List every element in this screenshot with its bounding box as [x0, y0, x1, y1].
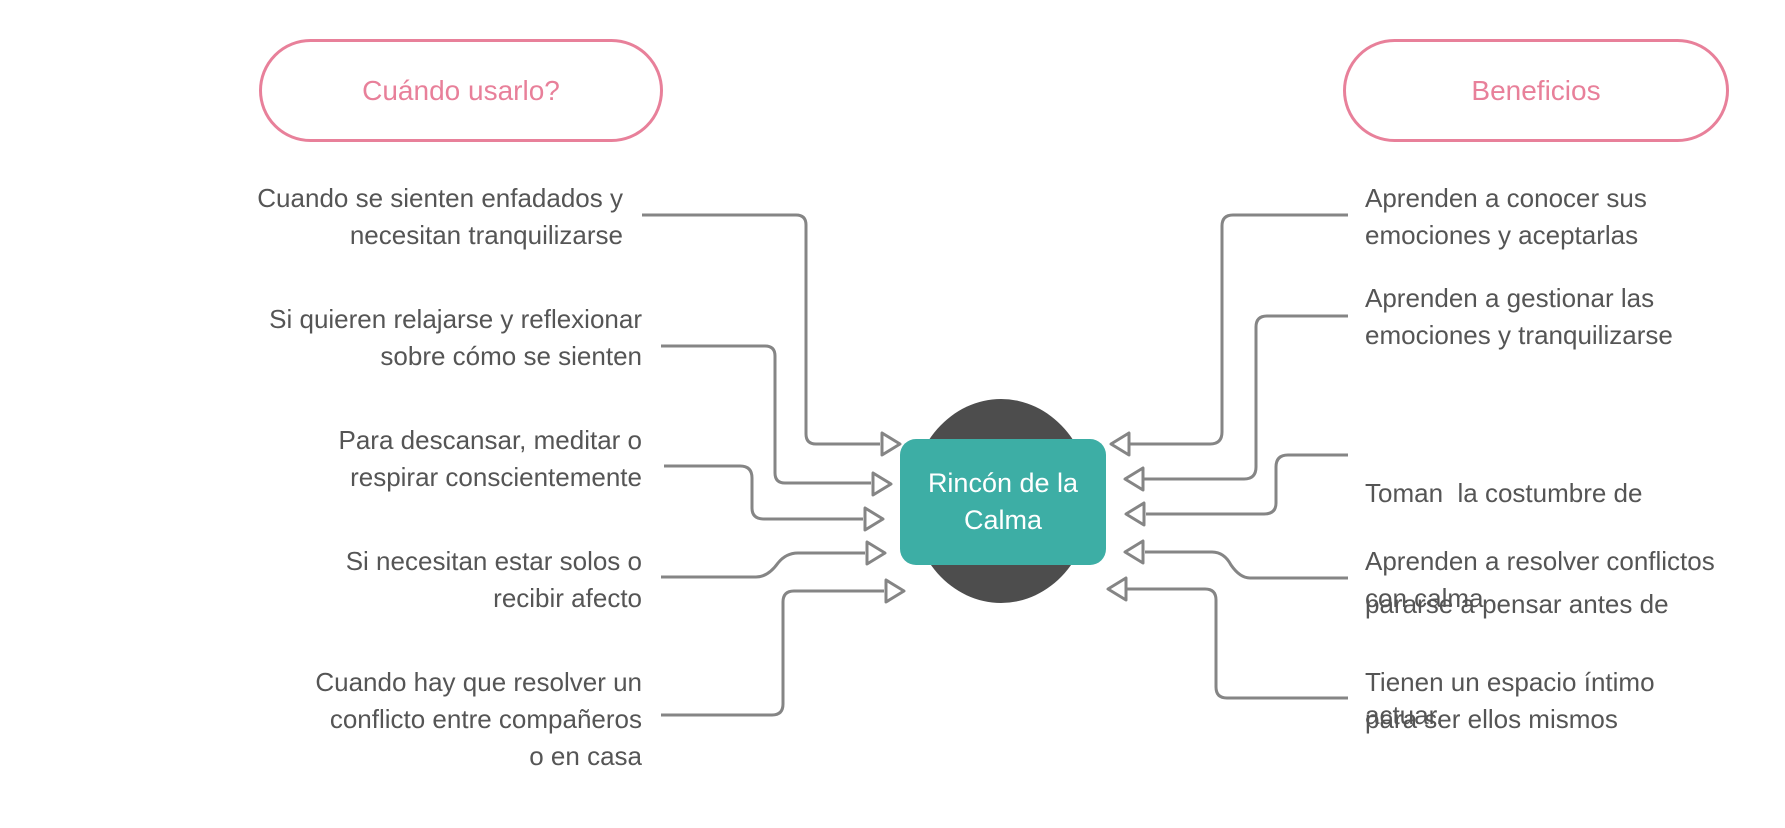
left-item-3-line-1: Para descansar, meditar o	[338, 425, 643, 455]
right-item-4-line-1: Aprenden a resolver conflictos	[1365, 546, 1715, 576]
right-connector-1-arrowhead	[1109, 431, 1131, 457]
left-connector-2-arrowhead	[871, 471, 893, 497]
left-item-2-line-2: sobre cómo se sienten	[380, 341, 642, 371]
when-to-use-header: Cuándo usarlo?	[259, 39, 663, 142]
center-node-line-1: Rincón de la	[927, 468, 1079, 498]
right-connector-1	[1130, 213, 1348, 446]
right-item-4-line-2: con calma	[1365, 583, 1484, 613]
left-item-5-line-1: Cuando hay que resolver un	[315, 667, 642, 697]
center-node-line-2: Calma	[963, 505, 1042, 535]
right-connector-4	[1145, 550, 1348, 580]
left-connector-4	[661, 551, 865, 579]
center-node: Rincón de la Calma	[900, 439, 1106, 565]
right-connector-5	[1127, 587, 1348, 700]
left-item-1-line-1: Cuando se sienten enfadados y	[257, 183, 623, 213]
left-item-3: Para descansar, meditar o respirar consc…	[339, 422, 643, 496]
left-item-5-line-2: conflicto entre compañeros	[329, 704, 642, 734]
left-connector-5	[661, 589, 884, 717]
left-connector-1-arrowhead	[880, 431, 902, 457]
left-connector-2	[661, 344, 871, 485]
right-item-3-line-1: Toman la costumbre de	[1365, 478, 1643, 508]
right-connector-3-arrowhead	[1124, 501, 1146, 527]
right-item-3: Toman la costumbre de pararse a pensar a…	[1365, 401, 1669, 808]
left-item-1: Cuando se sienten enfadados y necesitan …	[257, 180, 623, 254]
left-item-2-line-1: Si quieren relajarse y reflexionar	[269, 304, 642, 334]
left-connector-5-arrowhead	[884, 578, 906, 604]
left-item-3-line-2: respirar conscientemente	[350, 462, 642, 492]
right-connector-4-arrowhead	[1123, 539, 1145, 565]
right-connector-5-arrowhead	[1106, 576, 1128, 602]
right-item-5: Tienen un espacio íntimo para ser ellos …	[1365, 664, 1655, 738]
right-connector-2	[1144, 314, 1348, 481]
left-connector-3	[664, 464, 863, 521]
left-item-4: Si necesitan estar solos o recibir afect…	[346, 543, 642, 617]
left-item-4-line-1: Si necesitan estar solos o	[345, 546, 642, 576]
right-connector-3	[1146, 453, 1348, 516]
left-item-1-line-2: necesitan tranquilizarse	[349, 220, 623, 250]
right-item-1-line-1: Aprenden a conocer sus	[1365, 183, 1647, 213]
right-item-3-line-3: actuar.	[1365, 700, 1444, 730]
right-connector-2-arrowhead	[1123, 466, 1145, 492]
right-item-3-line-2: pararse a pensar antes de	[1365, 589, 1669, 619]
right-item-5-line-1: Tienen un espacio íntimo	[1365, 667, 1655, 697]
left-connector-4-arrowhead	[865, 540, 887, 566]
benefits-header: Beneficios	[1343, 39, 1729, 142]
left-item-5-line-3: o en casa	[529, 741, 642, 771]
left-connector-1	[642, 213, 880, 446]
left-item-5: Cuando hay que resolver un conflicto ent…	[315, 664, 642, 775]
right-item-5-line-2: para ser ellos mismos	[1365, 704, 1618, 734]
right-item-2: Aprenden a gestionar las emociones y tra…	[1365, 280, 1673, 354]
left-item-4-line-2: recibir afecto	[493, 583, 642, 613]
right-item-2-line-1: Aprenden a gestionar las	[1365, 283, 1655, 313]
right-item-1-line-2: emociones y aceptarlas	[1365, 220, 1639, 250]
right-item-2-line-2: emociones y tranquilizarse	[1365, 320, 1673, 350]
left-item-2: Si quieren relajarse y reflexionar sobre…	[269, 301, 642, 375]
left-connector-3-arrowhead	[863, 506, 885, 532]
right-item-1: Aprenden a conocer sus emociones y acept…	[1365, 180, 1647, 254]
right-item-4: Aprenden a resolver conflictos con calma	[1365, 543, 1715, 617]
